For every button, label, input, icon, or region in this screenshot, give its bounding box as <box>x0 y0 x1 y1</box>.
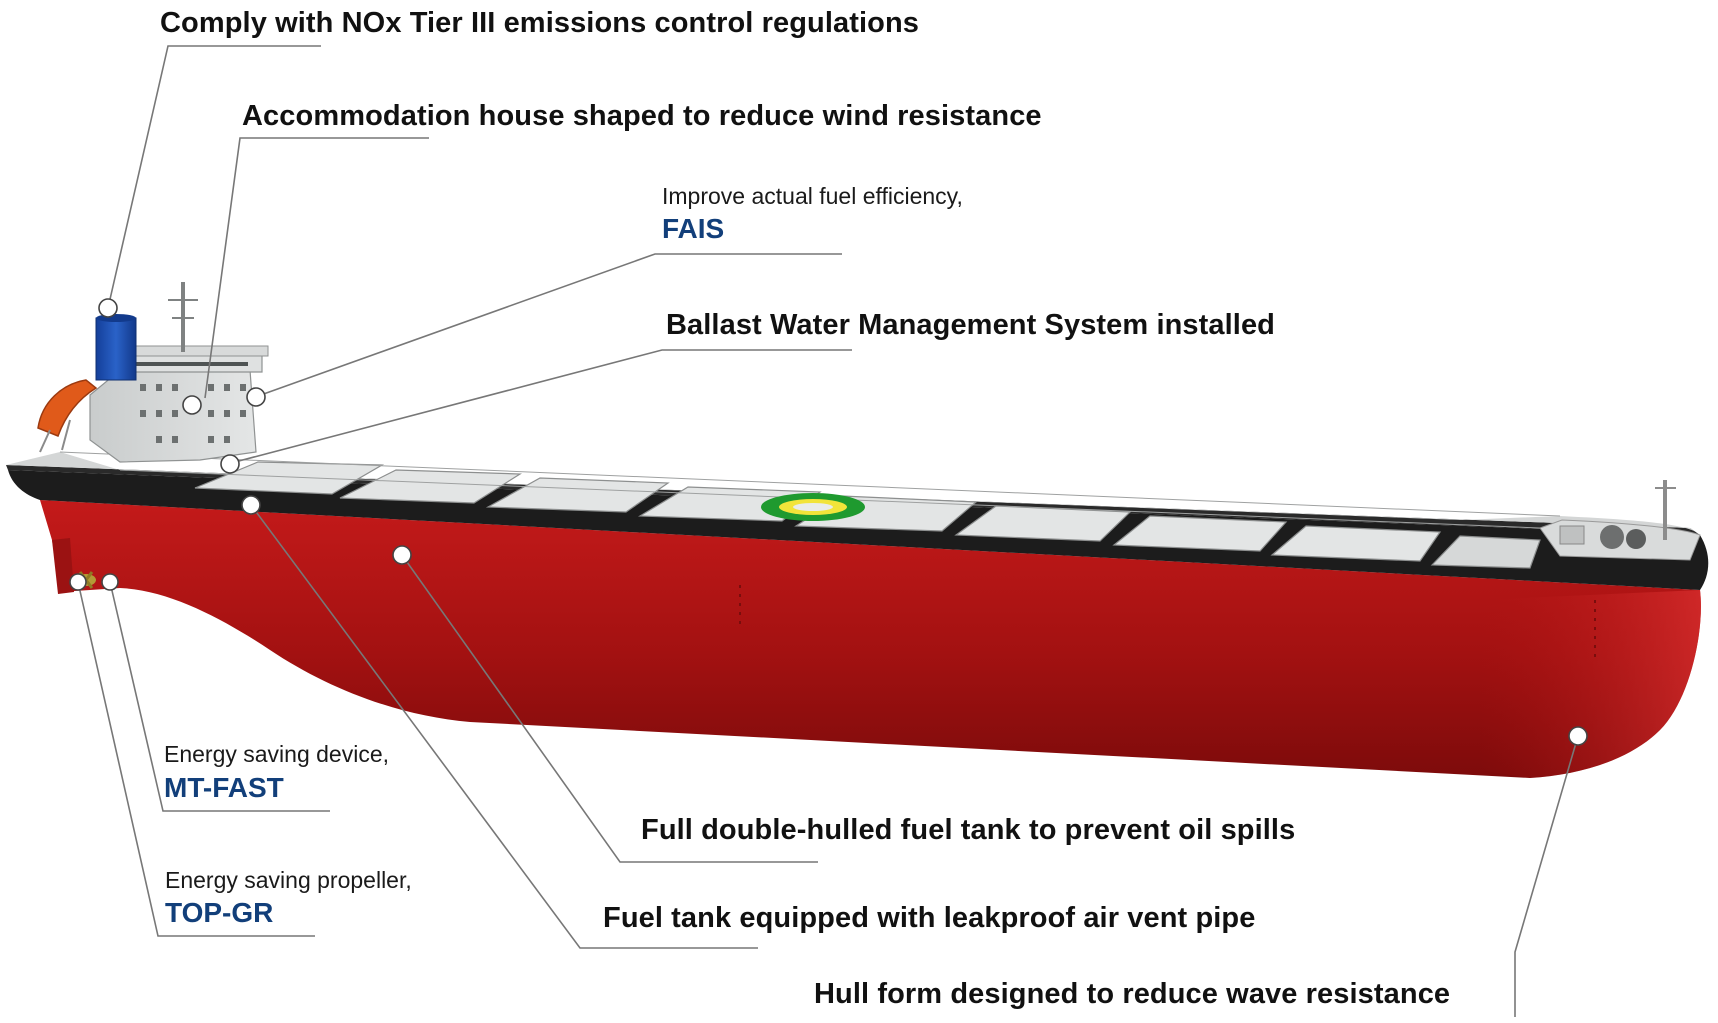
leader-accommodation <box>204 137 429 399</box>
leader-mtfast <box>109 581 330 812</box>
rudder <box>52 538 74 594</box>
label-fais-name: FAIS <box>662 213 725 244</box>
leader-ballast <box>234 349 852 463</box>
marker-topgr <box>69 573 87 591</box>
callout-markers <box>69 298 1588 746</box>
marker-ballast <box>220 454 240 474</box>
marker-mtfast <box>101 573 119 591</box>
label-topgr-intro: Energy saving propeller, <box>165 867 412 893</box>
leader-hull-form <box>1514 735 1579 1017</box>
house-windows <box>128 362 248 443</box>
marker-fais <box>246 387 266 407</box>
funnel <box>95 317 137 381</box>
leader-fais <box>257 253 842 397</box>
leader-lines <box>77 45 1579 1017</box>
label-double-hull: Full double-hulled fuel tank to prevent … <box>641 814 1296 846</box>
label-topgr-name: TOP-GR <box>165 897 274 928</box>
leader-vent-pipe <box>250 504 758 949</box>
hatch-covers <box>194 461 1541 569</box>
label-mtfast-name: MT-FAST <box>164 772 284 803</box>
label-ballast: Ballast Water Management System installe… <box>666 309 1275 341</box>
label-mtfast-intro: Energy saving device, <box>164 741 390 767</box>
marker-hull-form <box>1568 726 1588 746</box>
marker-nox <box>98 298 118 318</box>
hull-bow-highlight <box>1480 590 1701 778</box>
label-fais-intro: Improve actual fuel efficiency, <box>662 183 963 209</box>
leader-double-hull <box>401 554 818 863</box>
leader-topgr <box>77 581 315 937</box>
label-hull-form: Hull form designed to reduce wave resist… <box>814 978 1451 1010</box>
fore-mast <box>1559 480 1676 549</box>
marker-double-hull <box>392 545 412 565</box>
label-nox: Comply with NOx Tier III emissions contr… <box>160 7 920 39</box>
label-accommodation: Accommodation house shaped to reduce win… <box>242 100 1042 132</box>
label-vent-pipe: Fuel tank equipped with leakproof air ve… <box>603 902 1256 934</box>
leader-nox <box>107 45 321 309</box>
deck-emblem <box>761 493 865 521</box>
marker-accommodation <box>182 395 202 415</box>
accommodation-house <box>37 282 269 463</box>
hull-red-side <box>40 500 1701 778</box>
lifeboat <box>37 379 98 437</box>
marker-vent-pipe <box>241 495 261 515</box>
